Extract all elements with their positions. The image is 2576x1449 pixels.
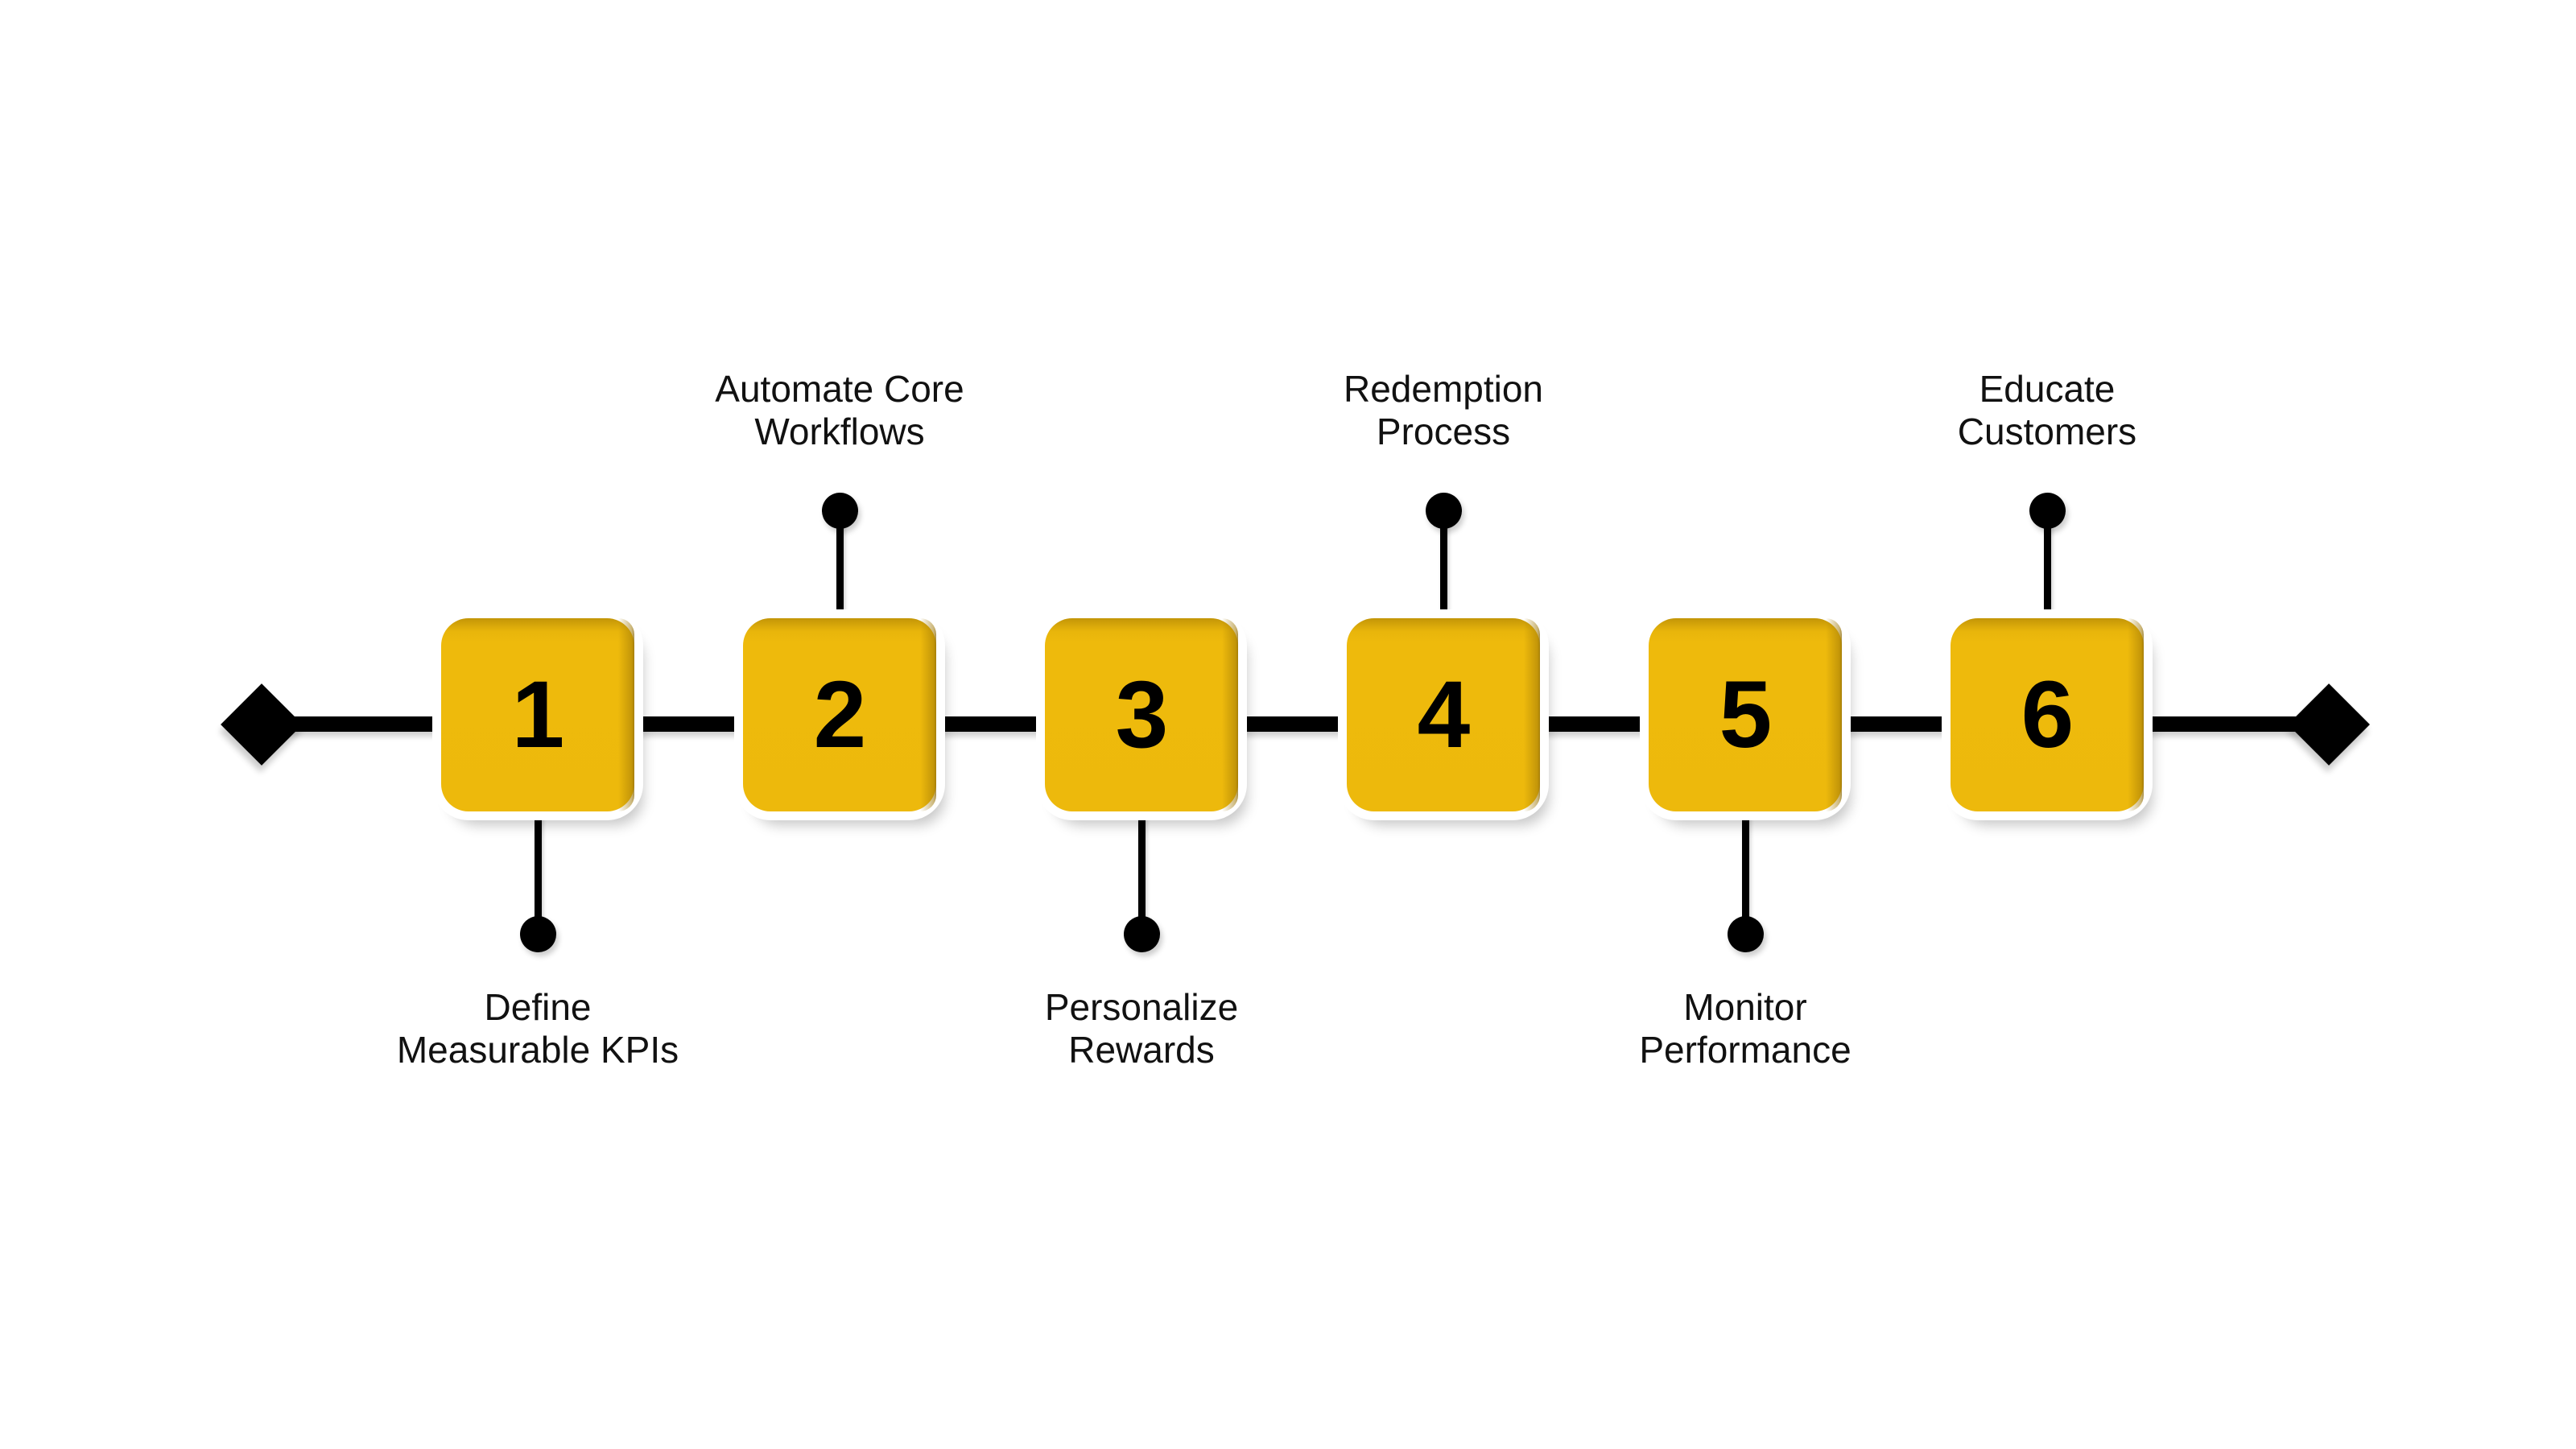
step-box-6[interactable]: 6 <box>1951 618 2144 811</box>
step-number-4: 4 <box>1417 662 1471 768</box>
step-label-line2-1: Measurable KPIs <box>396 1028 679 1071</box>
step-label-line1-4: Redemption <box>1343 367 1544 410</box>
step-connector-stem-5 <box>1741 811 1749 934</box>
step-connector-dot-5 <box>1727 915 1764 952</box>
timeline-start-marker-diamond <box>221 683 303 766</box>
step-label-line2-5: Performance <box>1639 1028 1852 1071</box>
step-box-1[interactable]: 1 <box>441 618 634 811</box>
step-number-1: 1 <box>511 662 565 768</box>
step-connector-dot-1 <box>519 915 556 952</box>
step-label-line1-3: Personalize <box>1044 985 1239 1028</box>
step-box-2[interactable]: 2 <box>743 618 936 811</box>
timeline-end-marker-diamond <box>2288 683 2370 766</box>
step-connector-dot-4 <box>1425 492 1462 529</box>
step-label-line1-1: Define <box>484 985 592 1028</box>
step-number-3: 3 <box>1115 662 1169 768</box>
step-box-3[interactable]: 3 <box>1045 618 1238 811</box>
step-connector-stem-2 <box>836 510 844 618</box>
step-box-5[interactable]: 5 <box>1649 618 1842 811</box>
step-box-4[interactable]: 4 <box>1347 618 1540 811</box>
step-number-2: 2 <box>813 662 867 768</box>
step-connector-dot-3 <box>1123 915 1160 952</box>
step-label-line2-6: Customers <box>1957 411 2137 453</box>
step-label-line2-3: Rewards <box>1068 1028 1215 1071</box>
step-number-5: 5 <box>1719 662 1773 768</box>
step-label-line1-2: Automate Core <box>715 367 964 410</box>
step-label-line1-6: Educate <box>1979 367 2116 410</box>
step-connector-stem-1 <box>534 811 542 934</box>
step-label-line1-5: Monitor <box>1683 985 1807 1028</box>
step-label-line2-2: Workflows <box>754 411 925 453</box>
step-connector-dot-6 <box>2029 492 2066 529</box>
step-connector-stem-6 <box>2043 510 2051 618</box>
step-connector-stem-3 <box>1137 811 1146 934</box>
step-connector-stem-4 <box>1439 510 1447 618</box>
step-label-line2-4: Process <box>1376 411 1511 453</box>
step-connector-dot-2 <box>821 492 858 529</box>
step-number-6: 6 <box>2021 662 2074 768</box>
